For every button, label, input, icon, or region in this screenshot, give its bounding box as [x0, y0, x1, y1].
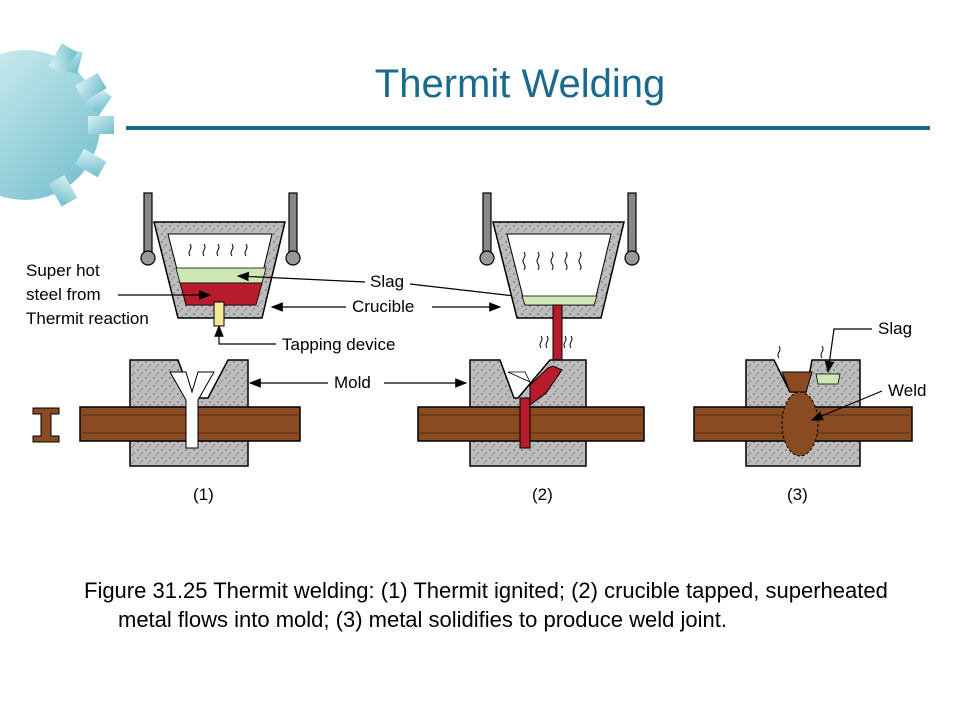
step-number-2: (2) — [532, 485, 553, 504]
step-number-3: (3) — [787, 485, 808, 504]
step-number-1: (1) — [193, 485, 214, 504]
slide-title: Thermit Welding — [374, 62, 666, 106]
title-underline — [126, 126, 930, 130]
stage-1: Super hot steel from Thermit reaction (1… — [26, 192, 301, 504]
stage-2: (2) — [417, 192, 645, 504]
thermit-welding-diagram: Super hot steel from Thermit reaction (1… — [26, 192, 926, 504]
figure-caption: Figure 31.25 Thermit welding: (1) Thermi… — [84, 578, 888, 632]
label-super-hot-line2: steel from — [26, 285, 101, 304]
label-weld: Weld — [888, 381, 926, 400]
label-slag: Slag — [370, 272, 404, 291]
label-tapping-device: Tapping device — [282, 335, 395, 354]
stage-3: Slag Weld (3) — [693, 319, 926, 504]
label-super-hot-line1: Super hot — [26, 261, 100, 280]
label-crucible: Crucible — [352, 297, 414, 316]
callouts: Slag Crucible Tapping device Mold — [214, 271, 534, 392]
label-slag-stage3: Slag — [878, 319, 912, 338]
label-super-hot-line3: Thermit reaction — [26, 309, 149, 328]
gear-icon — [0, 43, 114, 207]
label-mold: Mold — [334, 373, 371, 392]
